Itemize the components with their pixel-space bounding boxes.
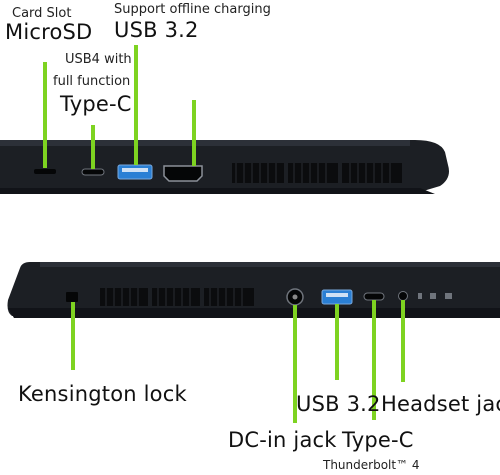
headset-jack-label: Headset jack (381, 392, 500, 416)
kensington-slot (66, 292, 78, 302)
usb4-label-line2: full function (53, 74, 131, 89)
thunderbolt-label: Thunderbolt™ 4 (323, 458, 420, 472)
leader-line-hdmi (192, 100, 196, 166)
leader-line-usb-top (134, 45, 138, 165)
laptop-left-side-view (0, 140, 449, 194)
hdmi-port (163, 165, 203, 182)
usb32-top-label: USB 3.2 (114, 18, 199, 42)
microsd-label: MicroSD (5, 20, 93, 44)
leader-line-microsd (43, 62, 47, 168)
laptop-right-side-view (7, 262, 500, 318)
card-slot-label: Card Slot (12, 6, 72, 21)
type-c-bottom-label: Type-C (342, 428, 414, 452)
leader-line-usb-bottom (335, 304, 339, 380)
leader-line-typec-top (91, 125, 95, 169)
type-c-top-label: Type-C (60, 92, 132, 116)
leader-line-dc-in (293, 305, 297, 423)
leader-line-headset (401, 300, 405, 382)
type-c-port-top (81, 168, 105, 176)
usb32-bottom-label: USB 3.2 (296, 392, 381, 416)
dc-in-jack-label: DC-in jack (228, 428, 337, 452)
offline-charging-label: Support offline charging (114, 2, 271, 17)
kensington-lock-label: Kensington lock (18, 382, 187, 406)
type-c-port-bottom (363, 292, 385, 301)
leader-line-kensington (71, 302, 75, 370)
usb4-label-line1: USB4 with (65, 52, 132, 67)
leader-line-typec-bottom (372, 300, 376, 420)
microsd-slot (34, 169, 56, 174)
